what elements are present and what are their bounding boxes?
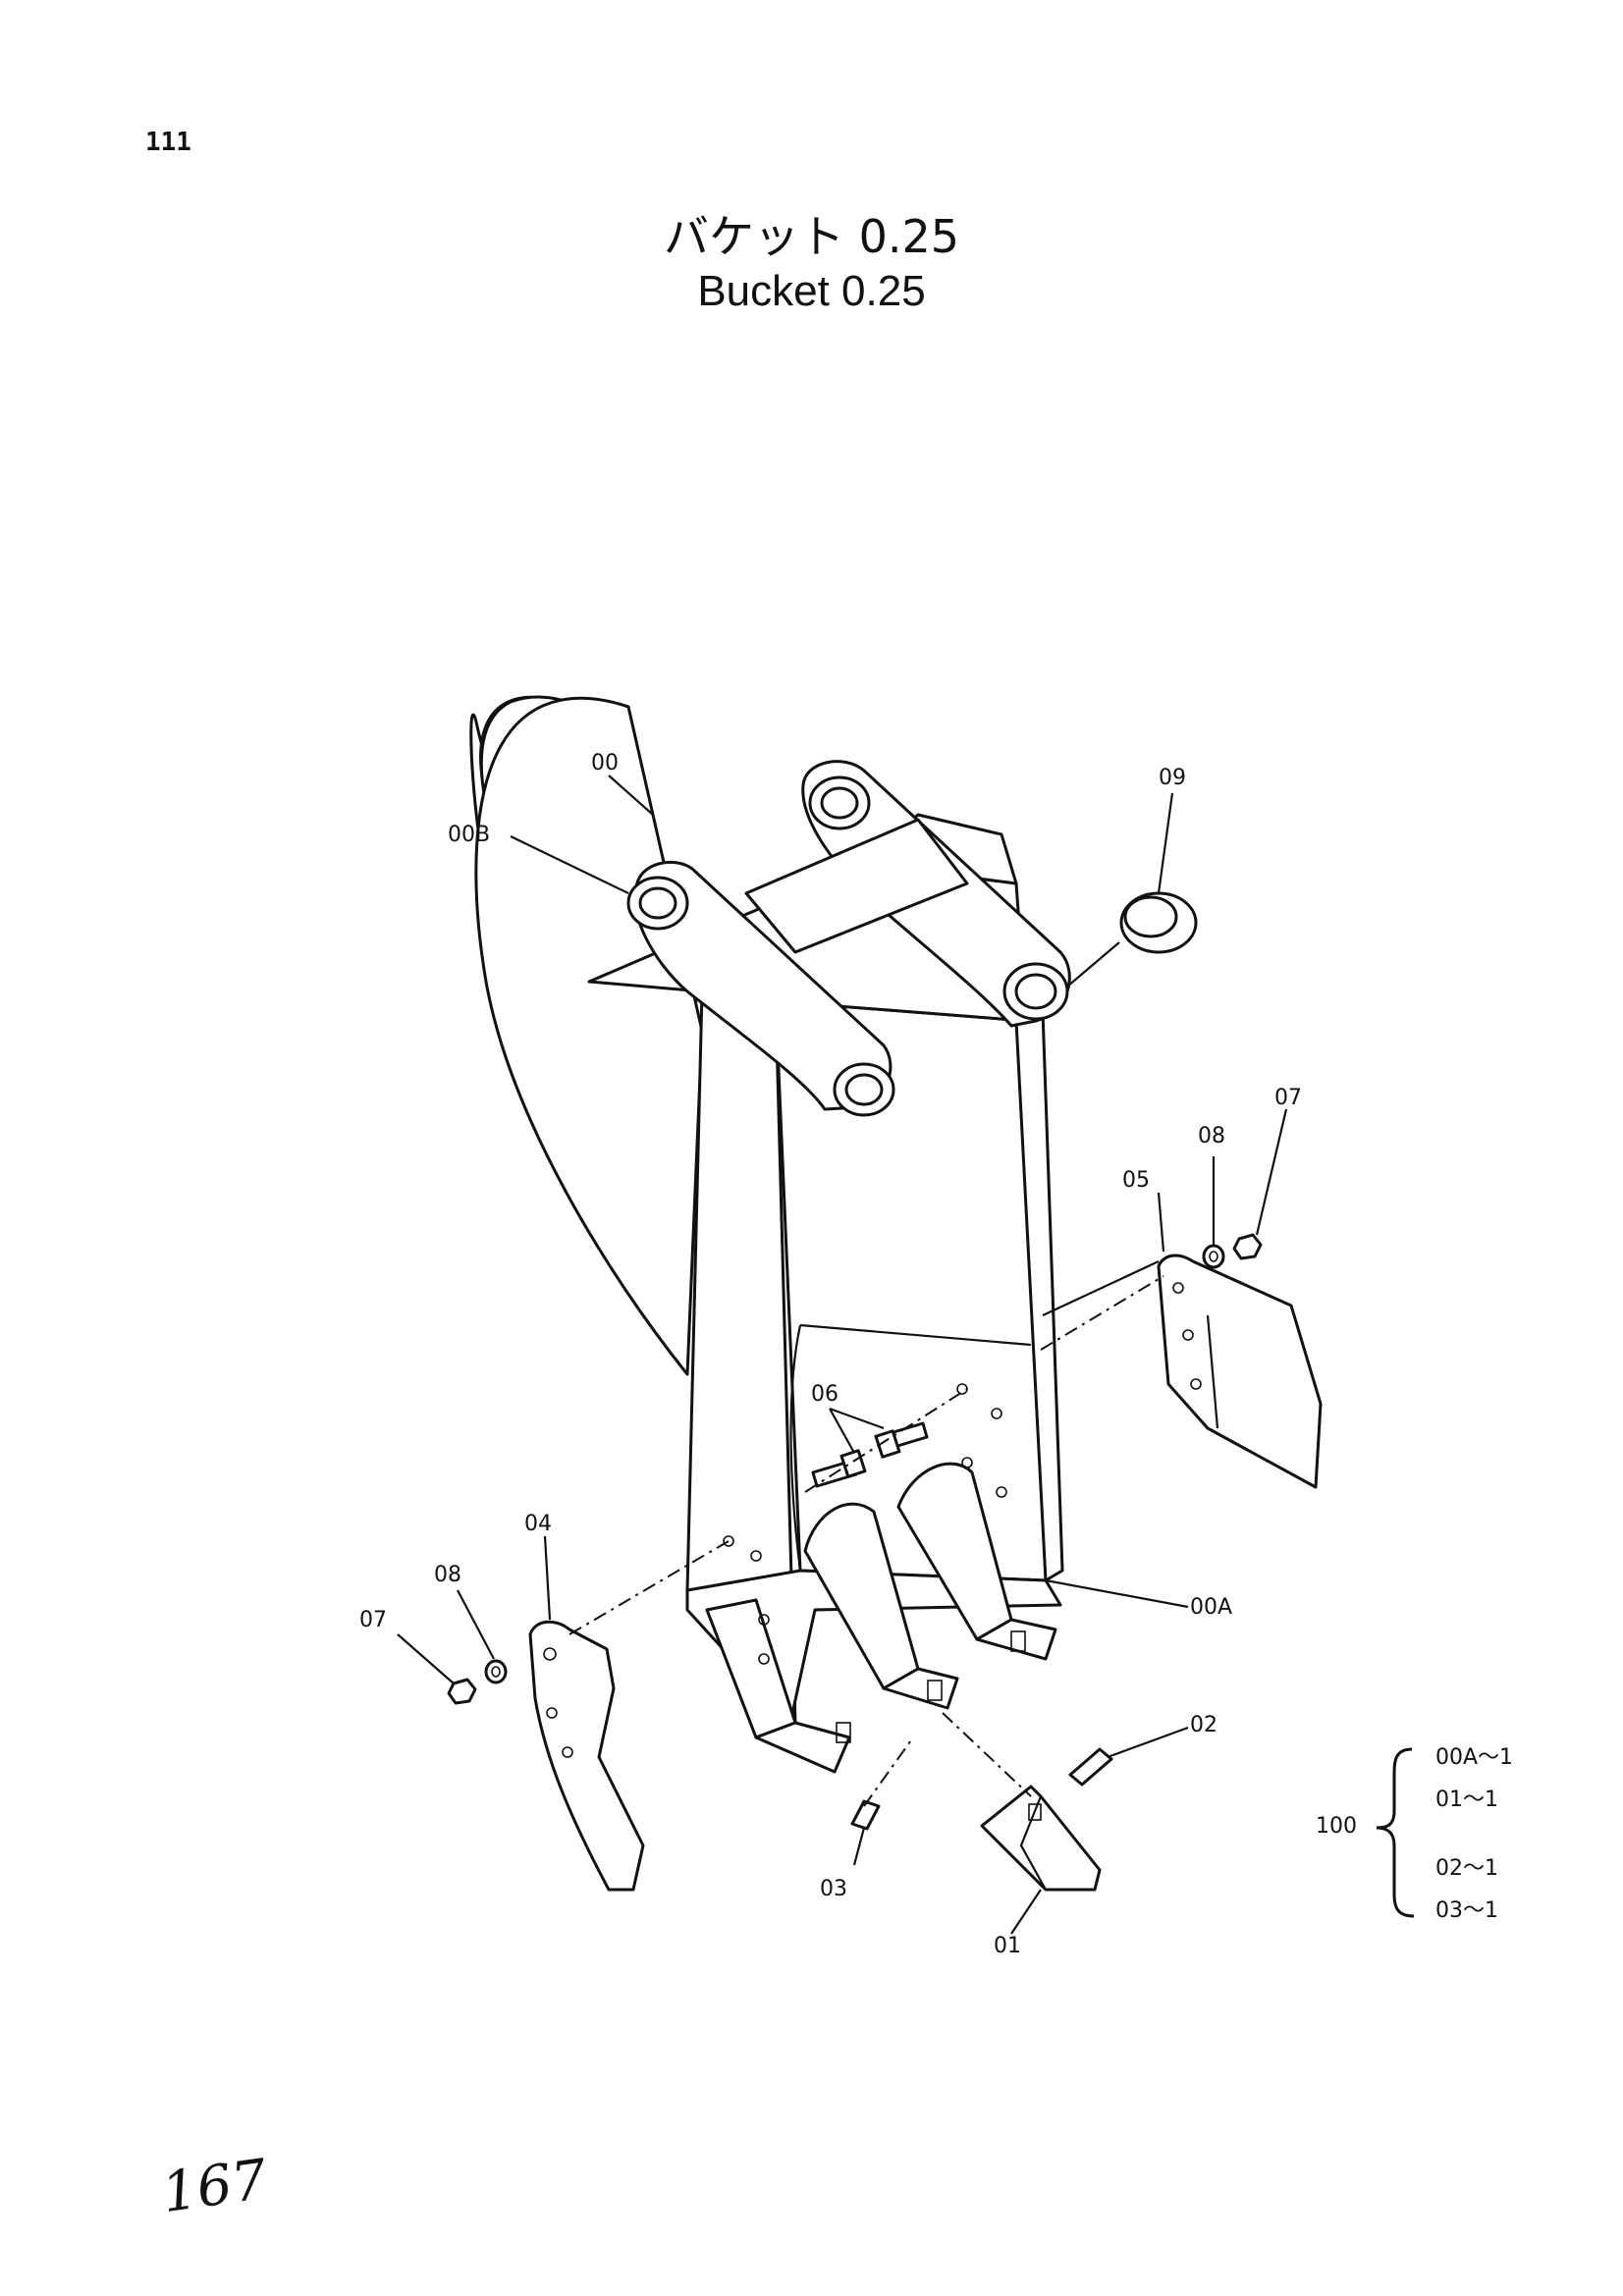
- page-number: 111: [145, 128, 191, 157]
- callout-03: 03: [820, 1877, 847, 1901]
- assembly-item: 00A～1: [1435, 1745, 1514, 1770]
- callout-07-right: 07: [1274, 1086, 1302, 1110]
- part-02-pin: [1068, 1747, 1113, 1787]
- callout-09: 09: [1159, 766, 1186, 790]
- hitch-brackets: [633, 760, 1071, 1111]
- callout-04: 04: [524, 1512, 552, 1536]
- part-01-tooth: [980, 1785, 1102, 1892]
- callout-02: 02: [1190, 1713, 1217, 1737]
- callout-07-left: 07: [359, 1608, 387, 1632]
- title-english: Bucket 0.25: [697, 267, 926, 315]
- assembly-item: 02～1: [1435, 1856, 1498, 1881]
- callout-08-right: 08: [1198, 1124, 1225, 1148]
- alignment-lines: [568, 1275, 1164, 1807]
- callout-00B: 00B: [448, 823, 491, 847]
- mounting-holes: [723, 1383, 1007, 1665]
- title-japanese: バケット 0.25: [663, 210, 960, 263]
- part-05-side-cutter-right: [1157, 1254, 1323, 1489]
- assembly-number: 100: [1316, 1814, 1357, 1839]
- callout-05: 05: [1122, 1168, 1150, 1193]
- callout-00: 00: [591, 751, 619, 775]
- assembly-item: 03～1: [1435, 1898, 1498, 1923]
- part-03-pin: [850, 1799, 881, 1831]
- leader-lines: [397, 774, 1288, 1935]
- callout-08-left: 08: [434, 1563, 461, 1587]
- part-07-08-right: [1202, 1233, 1263, 1269]
- part-09-bushing: [1119, 891, 1198, 954]
- pin-bosses: [626, 775, 1069, 1117]
- part-07-08-left: [447, 1659, 508, 1705]
- bucket-teeth-mounted: [705, 1462, 1057, 1774]
- assembly-brace: [1376, 1747, 1415, 1918]
- part-04-side-cutter-left: [528, 1620, 645, 1892]
- callout-06: 06: [811, 1382, 839, 1407]
- callout-01: 01: [994, 1934, 1021, 1958]
- assembly-item: 01～1: [1435, 1788, 1498, 1812]
- callout-00A: 00A: [1190, 1595, 1233, 1620]
